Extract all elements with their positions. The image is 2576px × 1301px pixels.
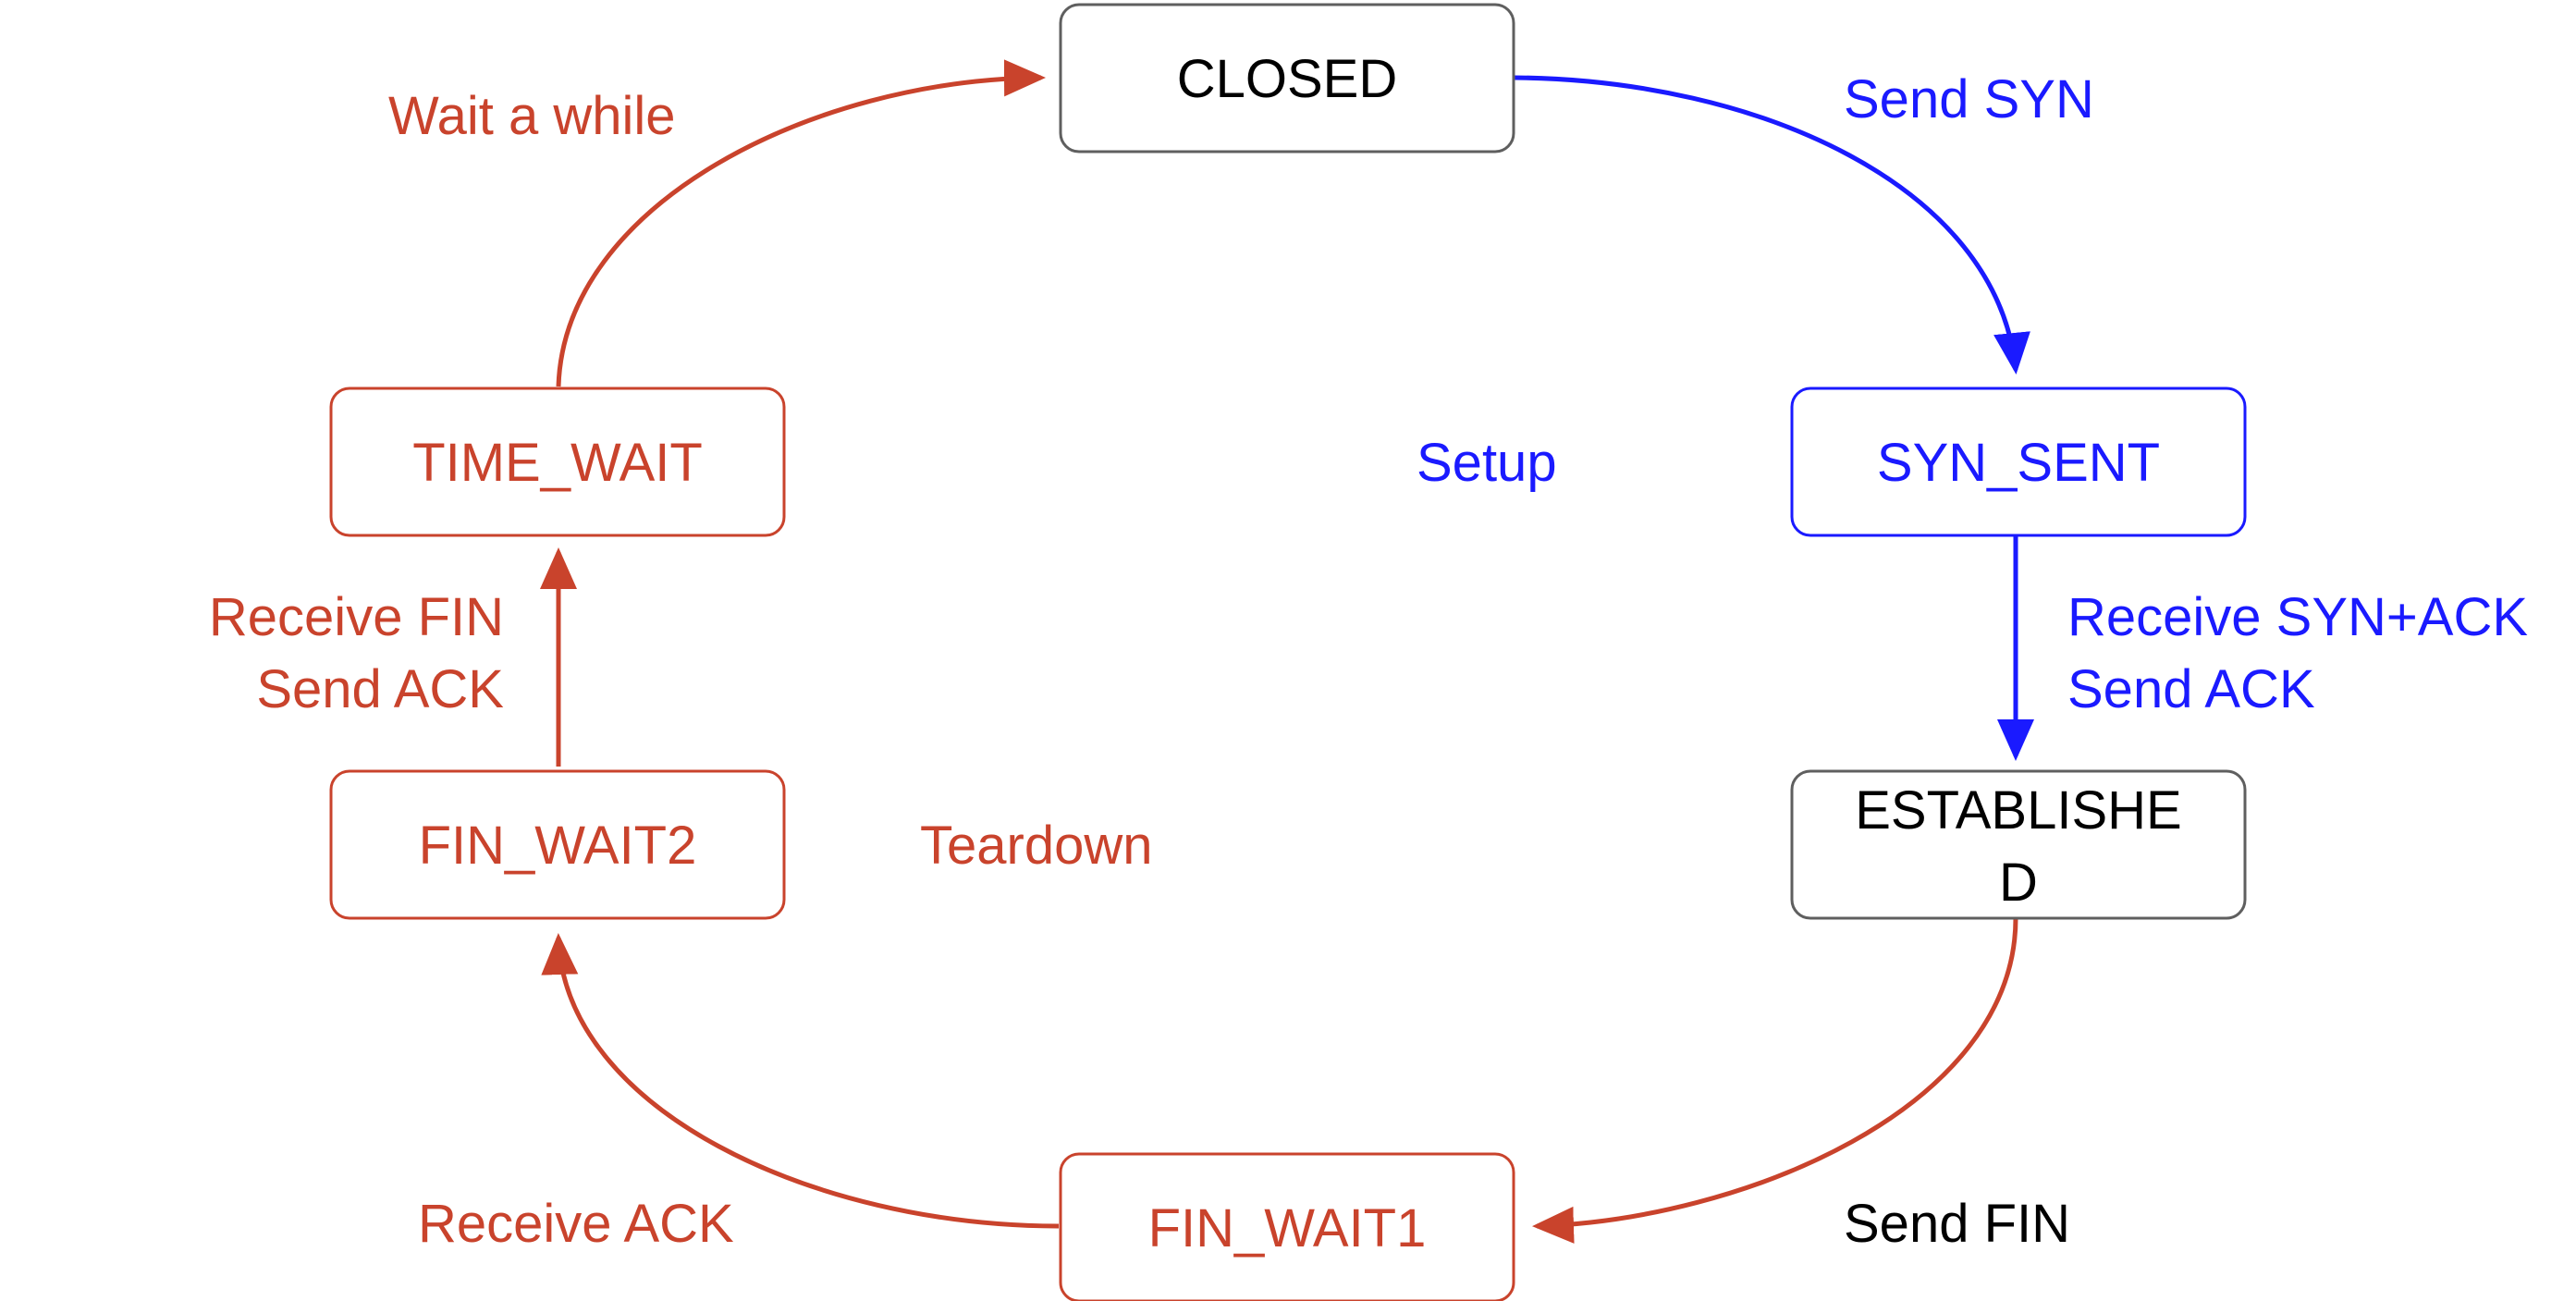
state-established-label-line2: D (1999, 853, 2038, 913)
state-established: ESTABLISHE D (1790, 769, 2247, 920)
state-fin-wait1: FIN_WAIT1 (1059, 1152, 1515, 1301)
state-fin-wait1-label: FIN_WAIT1 (1148, 1198, 1427, 1258)
group-label-setup: Setup (1417, 433, 1557, 493)
state-syn-sent-label: SYN_SENT (1877, 433, 2160, 493)
state-time-wait-label: TIME_WAIT (412, 433, 703, 493)
label-receive-fin: Receive FIN (209, 587, 504, 647)
state-fin-wait2: FIN_WAIT2 (329, 769, 786, 920)
label-receive-synack: Receive SYN+ACK (2067, 587, 2528, 647)
state-fin-wait2-label: FIN_WAIT2 (419, 816, 697, 876)
group-label-teardown: Teardown (920, 816, 1152, 876)
arrow-time-wait-to-closed (556, 59, 1046, 387)
label-receive-ack: Receive ACK (418, 1194, 734, 1254)
label-send-syn: Send SYN (1844, 69, 2094, 129)
state-established-label-line1: ESTABLISHE (1855, 780, 2182, 841)
label-wait-a-while: Wait a while (388, 86, 676, 146)
state-closed-label: CLOSED (1177, 49, 1398, 109)
arrow-closed-to-syn-sent (1514, 75, 2030, 374)
arrow-fin-wait1-to-fin-wait2 (541, 933, 1060, 1229)
label-send-fin: Send FIN (1844, 1194, 2070, 1254)
state-syn-sent: SYN_SENT (1790, 387, 2247, 537)
arrow-established-to-fin-wait1 (1532, 917, 2018, 1244)
label-receive-fin-send-ack: Send ACK (256, 659, 504, 719)
label-receive-synack-send-ack: Send ACK (2067, 659, 2315, 719)
state-closed: CLOSED (1059, 3, 1515, 153)
state-time-wait: TIME_WAIT (329, 387, 786, 537)
